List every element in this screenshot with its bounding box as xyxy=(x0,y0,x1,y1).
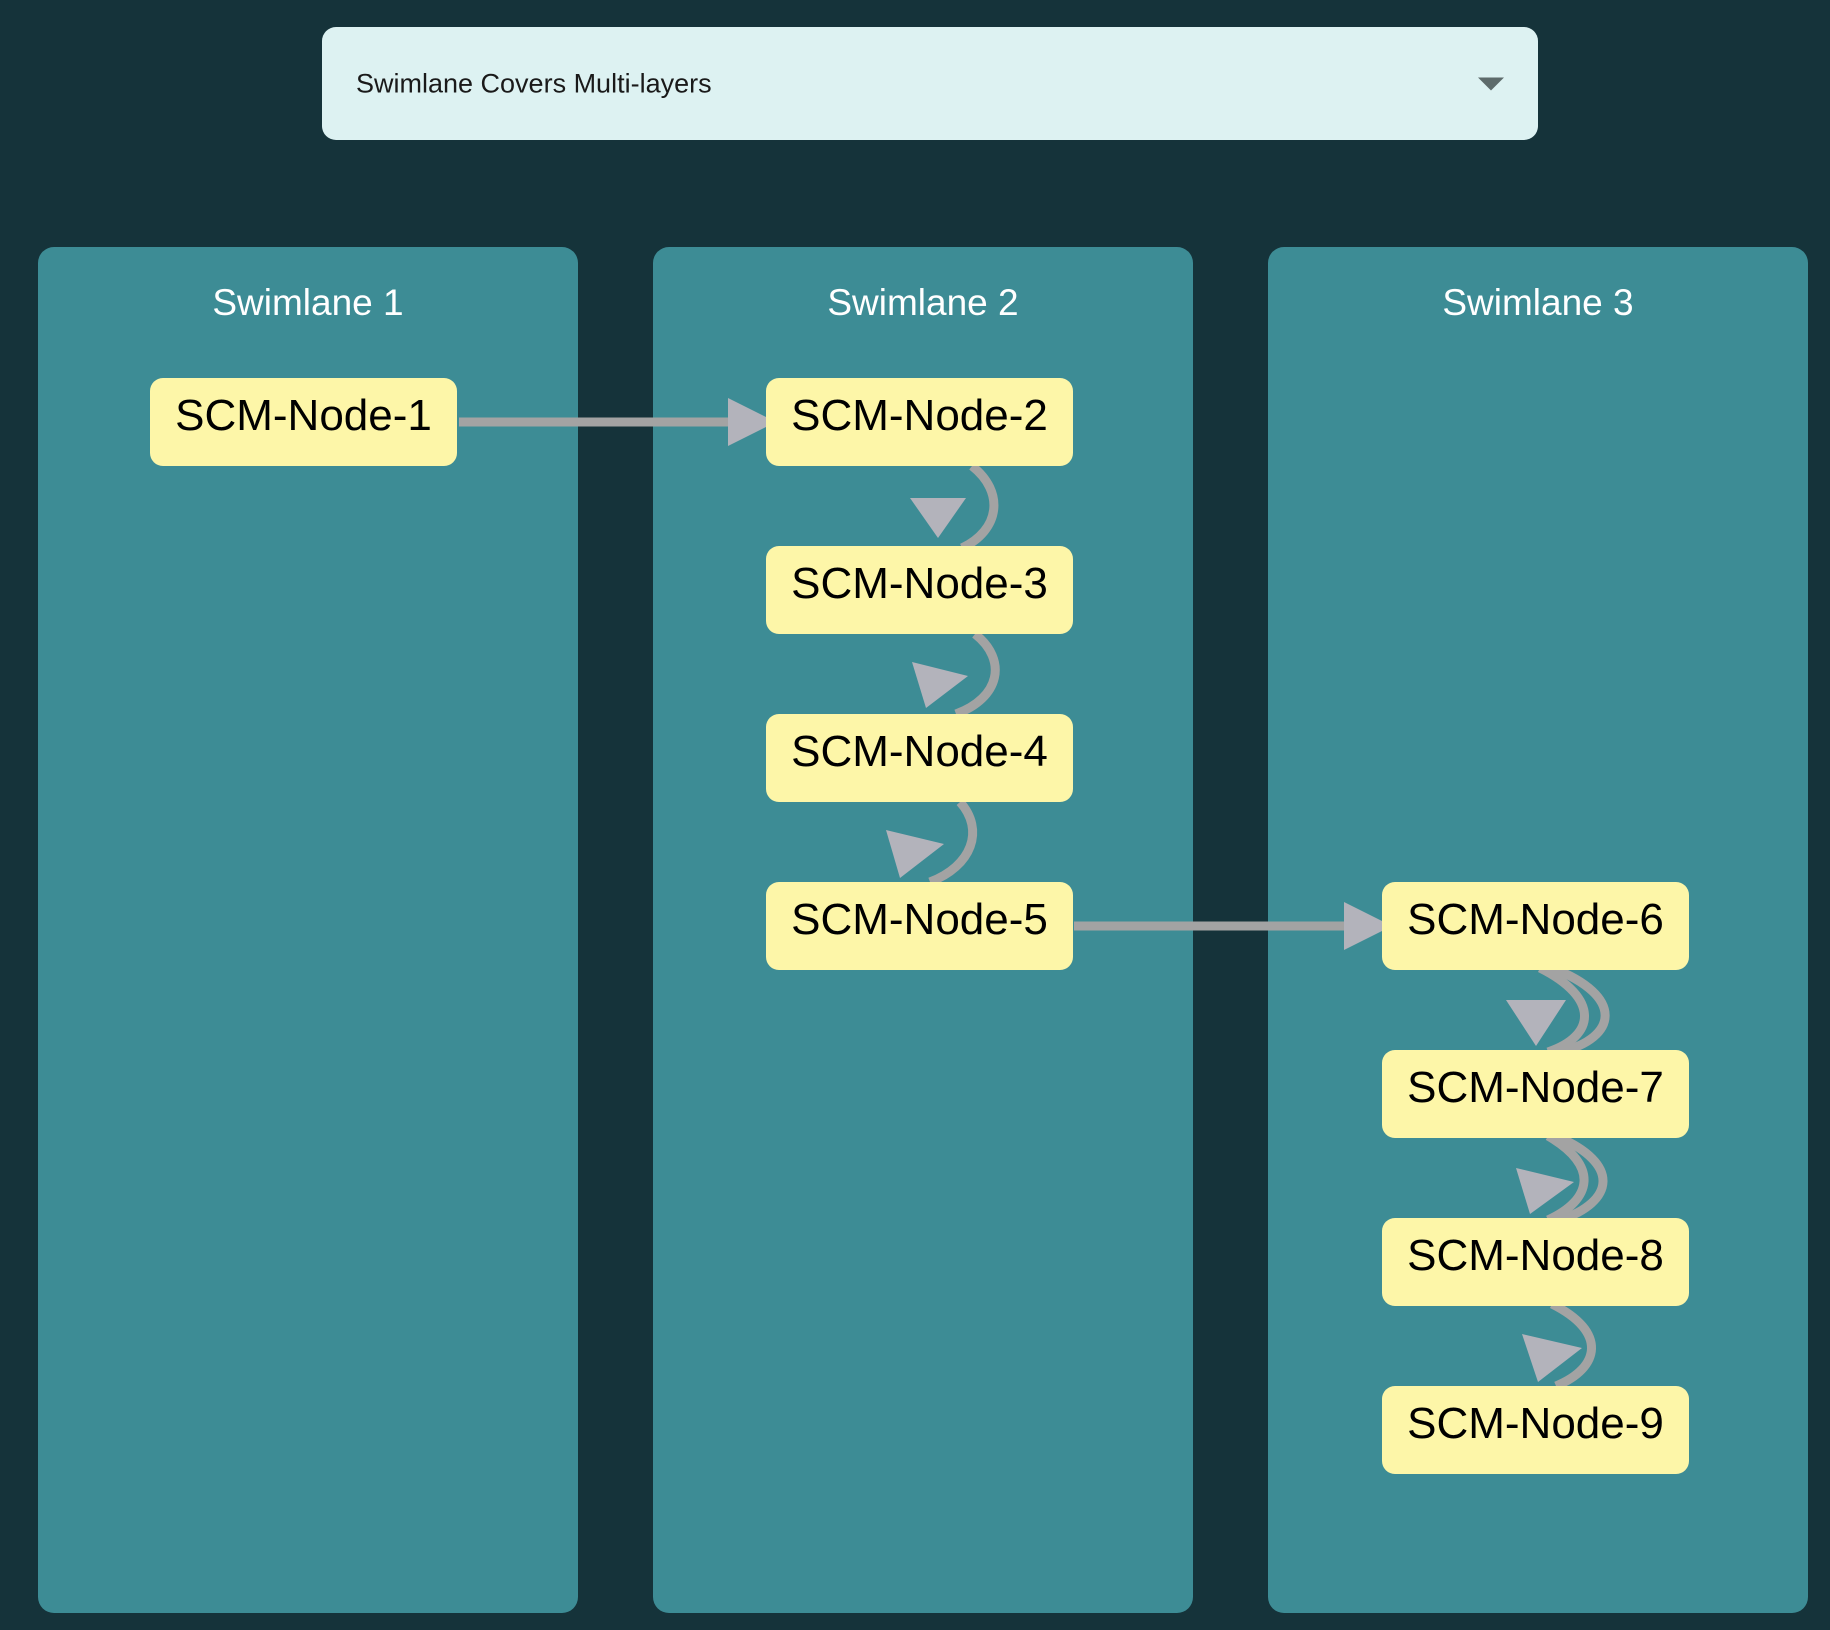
dropdown-selected-value: Swimlane Covers Multi-layers xyxy=(356,68,712,98)
node-label: SCM-Node-3 xyxy=(791,559,1048,608)
swimlane-mode-dropdown[interactable]: Swimlane Covers Multi-layers xyxy=(322,27,1538,140)
node-scm-node-8[interactable]: SCM-Node-8 xyxy=(1382,1218,1689,1306)
swimlane-title: Swimlane 3 xyxy=(1442,282,1634,323)
node-scm-node-4[interactable]: SCM-Node-4 xyxy=(766,714,1073,802)
node-scm-node-2[interactable]: SCM-Node-2 xyxy=(766,378,1073,466)
node-label: SCM-Node-8 xyxy=(1407,1231,1664,1280)
node-label: SCM-Node-2 xyxy=(791,391,1048,440)
swimlane-title: Swimlane 2 xyxy=(827,282,1019,323)
node-scm-node-1[interactable]: SCM-Node-1 xyxy=(150,378,457,466)
node-label: SCM-Node-7 xyxy=(1407,1063,1664,1112)
node-scm-node-9[interactable]: SCM-Node-9 xyxy=(1382,1386,1689,1474)
node-scm-node-3[interactable]: SCM-Node-3 xyxy=(766,546,1073,634)
swimlane-title: Swimlane 1 xyxy=(212,282,404,323)
chevron-down-icon[interactable] xyxy=(1478,77,1504,90)
node-scm-node-5[interactable]: SCM-Node-5 xyxy=(766,882,1073,970)
node-label: SCM-Node-6 xyxy=(1407,895,1664,944)
node-scm-node-6[interactable]: SCM-Node-6 xyxy=(1382,882,1689,970)
swimlane-1[interactable]: Swimlane 1 xyxy=(38,247,578,1613)
node-label: SCM-Node-4 xyxy=(791,727,1048,776)
node-label: SCM-Node-5 xyxy=(791,895,1048,944)
node-label: SCM-Node-9 xyxy=(1407,1399,1664,1448)
node-scm-node-7[interactable]: SCM-Node-7 xyxy=(1382,1050,1689,1138)
node-label: SCM-Node-1 xyxy=(175,391,432,440)
